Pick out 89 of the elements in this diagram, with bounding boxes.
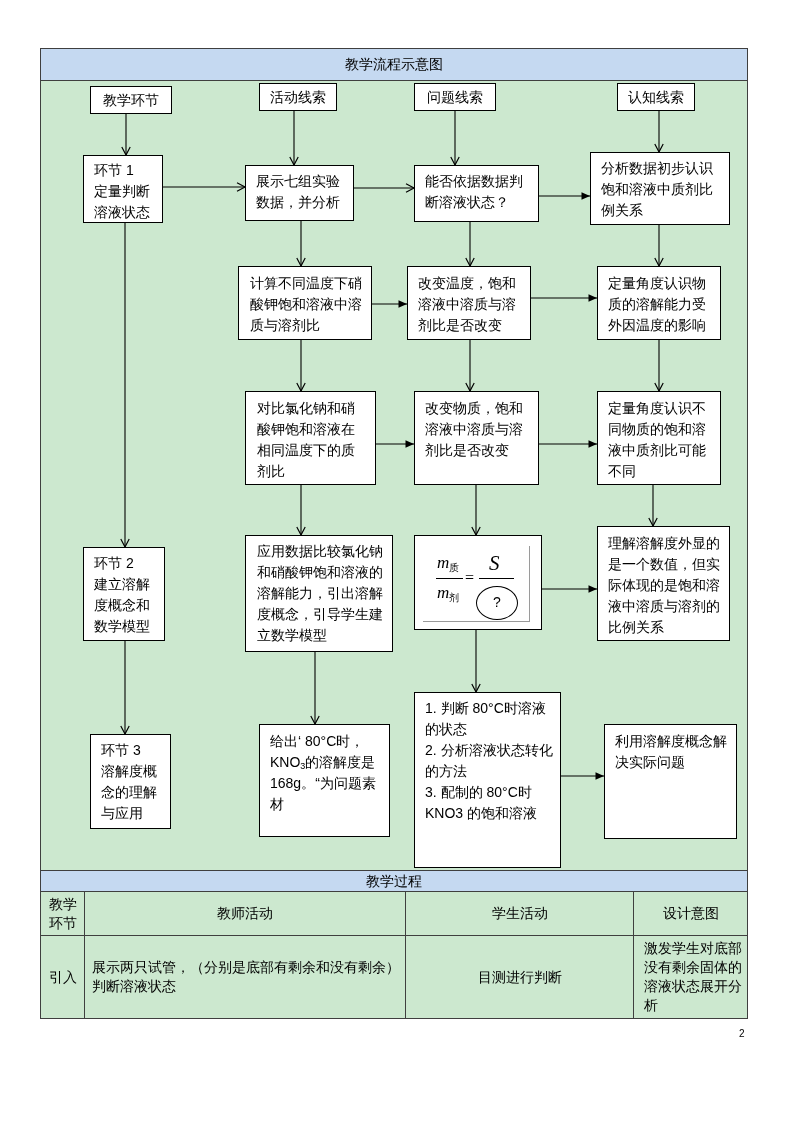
formula-term: m$_{质}$ [437,553,460,573]
box-text: 展示七组实验数据，并分析 [256,172,341,212]
arrow [353,183,415,193]
arrow [560,772,605,780]
page-number: 2 [739,1028,745,1040]
table-cell: 展示两只试管，（分别是底部有剩余和没有剩余）判断溶液状态 [84,935,406,1019]
process-box [414,165,539,222]
stage-text: 定量判断溶液状态 [94,182,151,222]
lane-title: 活动线索 [269,88,327,107]
column-header: 教学环节 [40,891,85,936]
arrow [121,113,131,156]
arrow [310,651,320,725]
table-cell: 激发学生对底部没有剩余固体的溶液状态展开分析 [633,935,748,1019]
arrow [471,629,481,693]
arrow [538,440,598,448]
stage-box [83,155,163,223]
arrow [654,110,664,153]
formula-term: m$_{剂}$ [437,583,460,603]
arrow [541,585,598,593]
arrow [471,484,481,536]
stage-text: 溶解度概念的理解与应用 [101,762,158,823]
lane-header-box [617,83,695,111]
arrow [465,339,475,392]
process-box [414,391,539,485]
lane-title: 认知线索 [627,88,685,107]
arrow [296,339,306,392]
column-header: 学生活动 [405,891,634,936]
list-item: 2. 分析溶液状态转化的方法 [425,741,554,781]
process-box [604,724,737,839]
arrow [375,440,415,448]
equals-sign: = [465,569,475,587]
lane-header-box [259,83,337,111]
table-cell: 目测进行判断 [405,935,634,1019]
lane-header-box [414,83,496,111]
process-box [245,535,393,652]
box-text: 理解溶解度外显的是一个数值，但实际体现的是饱和溶液中溶质与溶剂的比例关系 [608,534,721,637]
stage-box [83,547,165,641]
box-text: 利用溶解度概念解决实际问题 [615,732,728,772]
stage-text: 建立溶解度概念和数学模型 [94,575,151,636]
arrow [654,339,664,392]
box-text: 改变温度，饱和溶液中溶质与溶剂比是否改变 [418,274,517,335]
column-header: 教师活动 [84,891,406,936]
row-header: 引入 [40,935,85,1019]
arrow [120,640,130,735]
title-banner: 教学流程示意图 [40,48,748,81]
box-text: 计算不同温度下硝酸钾饱和溶液中溶质与溶剂比 [250,274,363,335]
arrow [538,192,591,200]
formula-box [414,535,542,630]
list-item: 3. 配制的 80°C时KNO3 的饱和溶液 [425,783,538,823]
box-text: 改变物质，饱和溶液中溶质与溶剂比是否改变 [425,399,524,460]
column-header: 设计意图 [633,891,748,936]
box-text: 给出‘ 80°C时，KNO$_{3}$的溶解度是168g。“为问题素材 [270,732,377,814]
arrow [465,221,475,267]
box-text: 定量角度认识不同物质的饱和溶液中质剂比可能不同 [608,399,707,481]
stage-number: 环节 2 [94,554,135,573]
lane-title: 教学环节 [102,91,160,110]
formula-term: S [489,551,500,575]
process-box [590,152,730,225]
box-text: 能否依据数据判断溶液状态？ [425,172,524,212]
stage-number: 环节 3 [101,741,142,760]
arrow [162,182,246,192]
arrow [296,220,306,267]
arrow [648,484,658,527]
arrow [530,294,598,302]
arrow [654,224,664,267]
section-banner: 教学过程 [40,870,748,892]
lane-header-box [90,86,172,114]
box-text: 分析数据初步认识饱和溶液中质剂比例关系 [601,159,714,220]
process-box [245,391,376,485]
process-box [597,266,721,340]
process-box [414,692,561,868]
arrow [371,300,408,308]
list-item: 1. 判断 80°C时溶液的状态 [425,699,547,739]
box-text: 应用数据比较氯化钠和硝酸钾饱和溶液的溶解能力，引出溶解度概念，引导学生建立数学模型 [257,542,384,645]
process-box [259,724,390,837]
arrow [120,222,130,548]
arrow [296,484,306,536]
arrow [289,110,299,166]
box-text: 对比氯化钠和硝酸钾饱和溶液在相同温度下的质剂比 [257,399,356,481]
process-box [238,266,372,340]
lane-title: 问题线索 [426,88,484,107]
stage-box [90,734,171,829]
arrow [450,110,460,166]
process-box [245,165,354,221]
box-text: 定量角度认识物质的溶解能力受外因温度的影响 [608,274,707,335]
stage-number: 环节 1 [94,161,135,180]
process-box [597,526,730,641]
process-box [407,266,531,340]
process-box [597,391,721,485]
